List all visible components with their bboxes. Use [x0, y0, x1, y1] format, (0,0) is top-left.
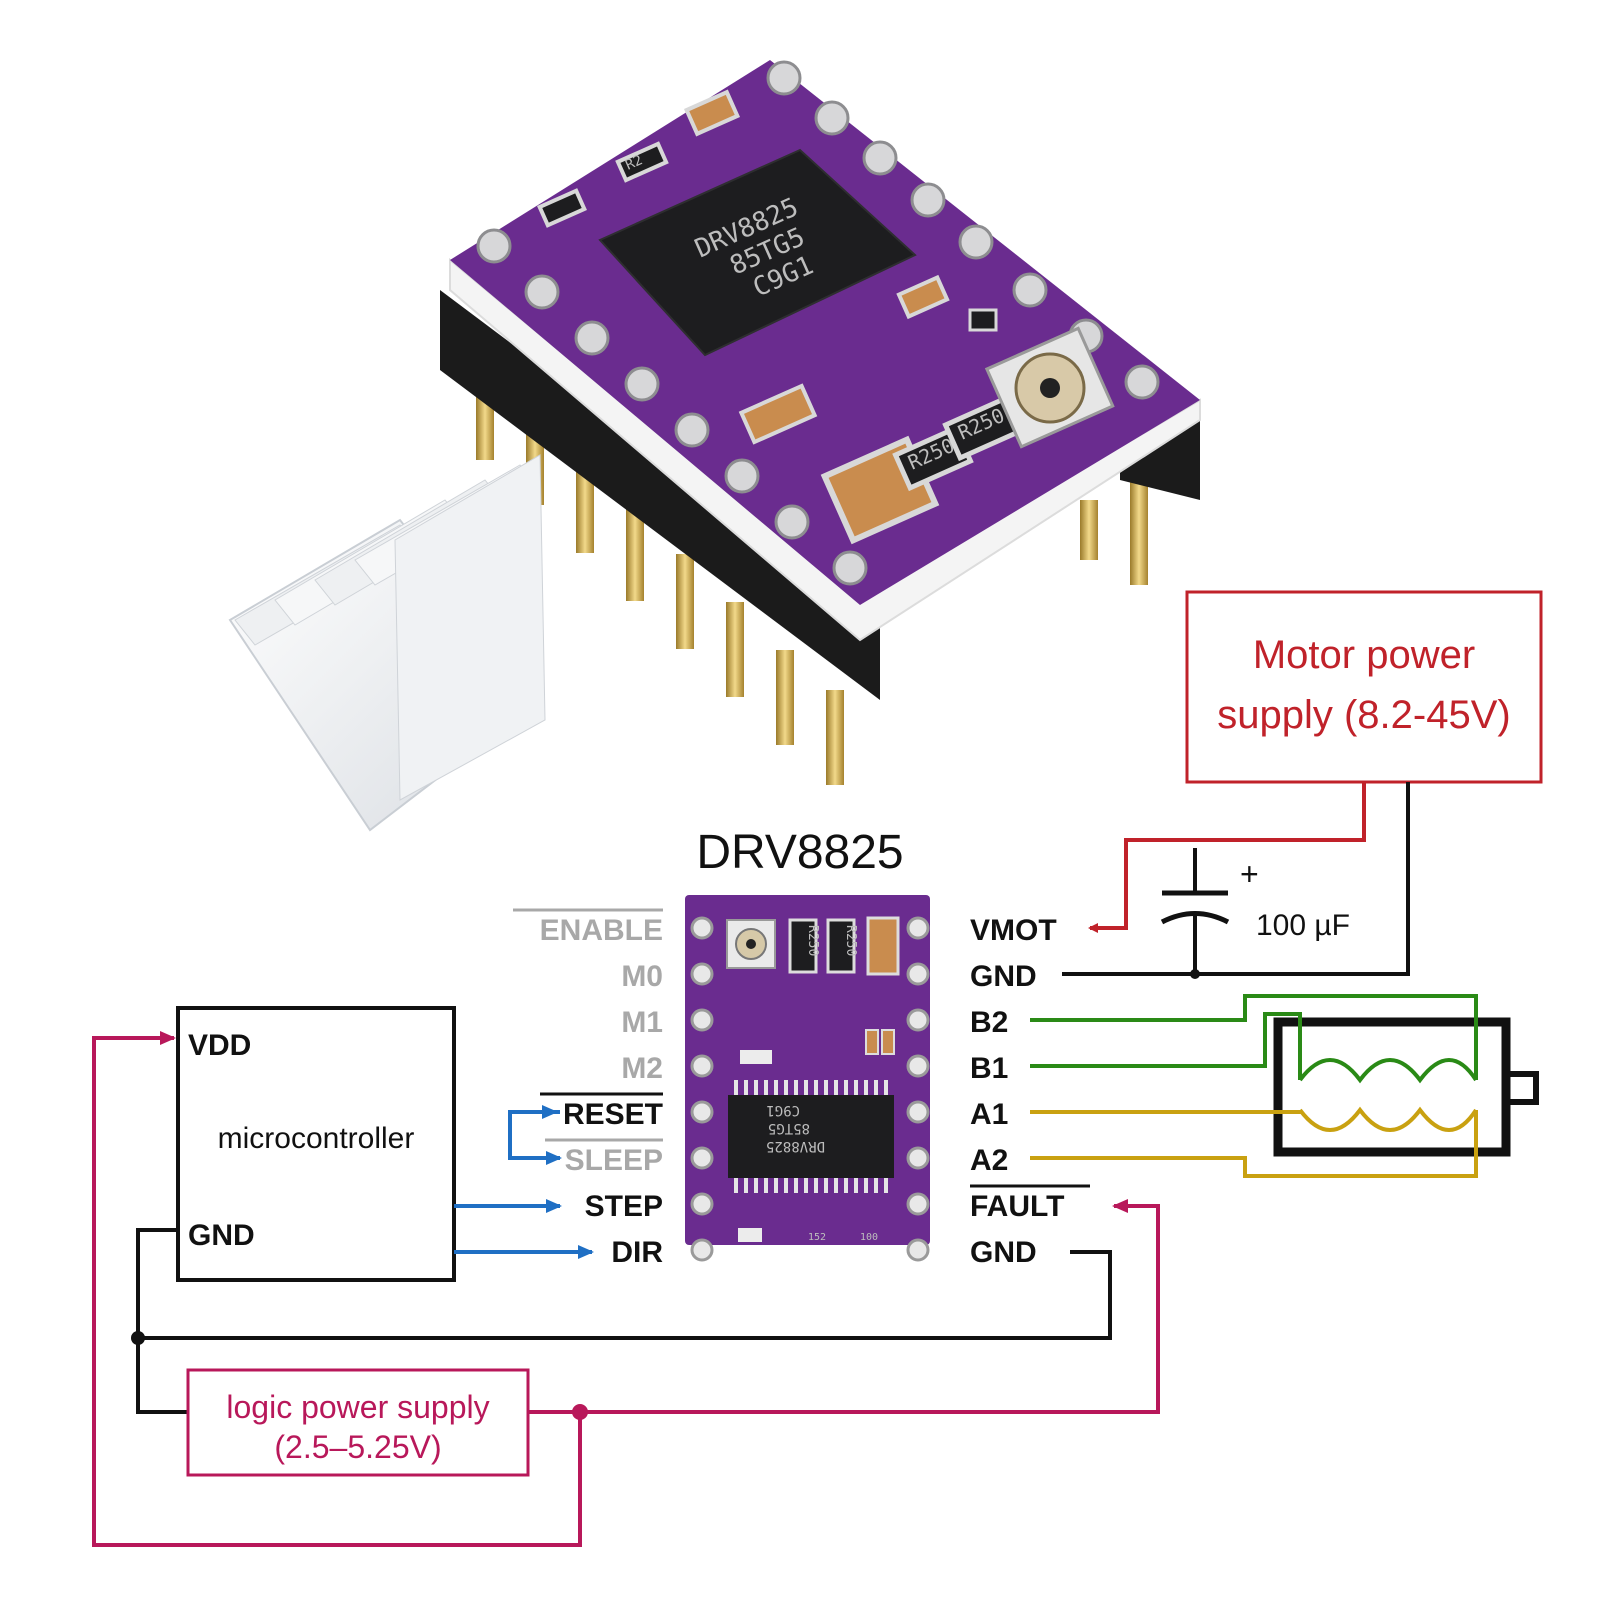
motor-supply-line1: Motor power	[1253, 633, 1475, 677]
smd-components: R2 R250 R250	[537, 89, 1024, 545]
board-drawing: R250 R250 C9G1 85TG5 DRV8825 152	[685, 895, 930, 1262]
pin-step: STEP	[585, 1190, 663, 1223]
pin-reset: RESET	[563, 1098, 663, 1131]
logic-gnd-wire	[136, 1228, 1112, 1340]
motor-gnd-wire	[1062, 782, 1410, 976]
left-pin-labels: ENABLE M0 M1 M2 RESET SLEEP STEP DIR	[513, 908, 663, 1269]
board-resistor-2	[826, 918, 856, 974]
motor-supply-line2: supply (8.2-45V)	[1217, 693, 1510, 737]
driver-chip: DRV8825 85TG5 C9G1	[598, 148, 917, 357]
pin-a2: A2	[970, 1144, 1008, 1177]
header-pins-front	[476, 365, 1148, 785]
pin-b1: B1	[970, 1052, 1008, 1085]
coil-b	[1298, 1058, 1478, 1084]
wire-a1	[1030, 1110, 1302, 1114]
svg-text:100: 100	[860, 1232, 878, 1243]
pin-enable: ENABLE	[540, 914, 663, 947]
wire-b2	[1030, 994, 1478, 1080]
logic-supply-line1: logic power supply	[226, 1389, 489, 1425]
pin-b2: B2	[970, 1006, 1008, 1039]
pin-vmot: VMOT	[970, 914, 1057, 947]
vmot-wire	[1088, 782, 1366, 933]
pin-dir: DIR	[611, 1236, 663, 1269]
wire-b1	[1030, 1012, 1302, 1080]
board-chip: C9G1 85TG5 DRV8825	[728, 1080, 894, 1193]
logic-vdd-wire	[92, 1031, 582, 1547]
logic-supply-line2: (2.5–5.25V)	[274, 1429, 441, 1465]
mcu-gnd-label: GND	[188, 1219, 255, 1252]
module-title: DRV8825	[696, 826, 903, 879]
pin-gnd-motor: GND	[970, 960, 1037, 993]
pcb-top	[450, 60, 1200, 605]
svg-text:DRV8825: DRV8825	[766, 1138, 825, 1154]
stepper-motor	[1273, 1017, 1539, 1157]
module-photo: DRV8825 85TG5 C9G1 R2 R250 R250	[440, 60, 1201, 785]
capacitor-polarity: +	[1240, 856, 1259, 892]
right-pin-labels: VMOT GND B2 B1 A1 A2 FAULT GND	[970, 914, 1090, 1269]
svg-text:152: 152	[808, 1232, 826, 1243]
pin-m1: M1	[621, 1006, 663, 1039]
board-pins	[690, 916, 930, 1262]
svg-text:R250: R250	[805, 925, 820, 956]
svg-text:R250: R250	[843, 925, 858, 956]
pin-a1: A1	[970, 1098, 1008, 1131]
pcb-pads	[476, 60, 1160, 586]
pin-sleep: SLEEP	[565, 1144, 663, 1177]
reset-sleep-jumper	[508, 1110, 562, 1165]
svg-text:C9G1: C9G1	[766, 1102, 800, 1118]
pin-fault: FAULT	[970, 1190, 1064, 1223]
header-strip-front	[440, 290, 880, 700]
heatsink	[228, 454, 546, 832]
coil-a	[1298, 1106, 1478, 1132]
motor-power-supply: Motor power supply (8.2-45V)	[1185, 590, 1543, 784]
svg-text:85TG5: 85TG5	[768, 1120, 810, 1136]
supply-gnd-wire	[136, 1338, 188, 1414]
current-limit-potentiometer	[984, 326, 1115, 449]
board-resistor-1	[788, 918, 818, 974]
mcu-name: microcontroller	[218, 1122, 415, 1155]
pin-gnd-logic: GND	[970, 1236, 1037, 1269]
fault-pullup-wire	[528, 1199, 1160, 1414]
wire-a2	[1030, 1110, 1478, 1178]
svg-text:R2: R2	[623, 152, 645, 173]
board-capacitor	[866, 916, 900, 976]
logic-power-supply: logic power supply (2.5–5.25V)	[186, 1368, 530, 1477]
pin-m0: M0	[621, 960, 663, 993]
capacitor-value: 100 µF	[1256, 909, 1350, 942]
capacitor: + 100 µF	[1160, 848, 1350, 979]
mcu-vdd-label: VDD	[188, 1029, 251, 1062]
microcontroller-block: VDD microcontroller GND	[176, 1006, 456, 1282]
pin-m2: M2	[621, 1052, 663, 1085]
